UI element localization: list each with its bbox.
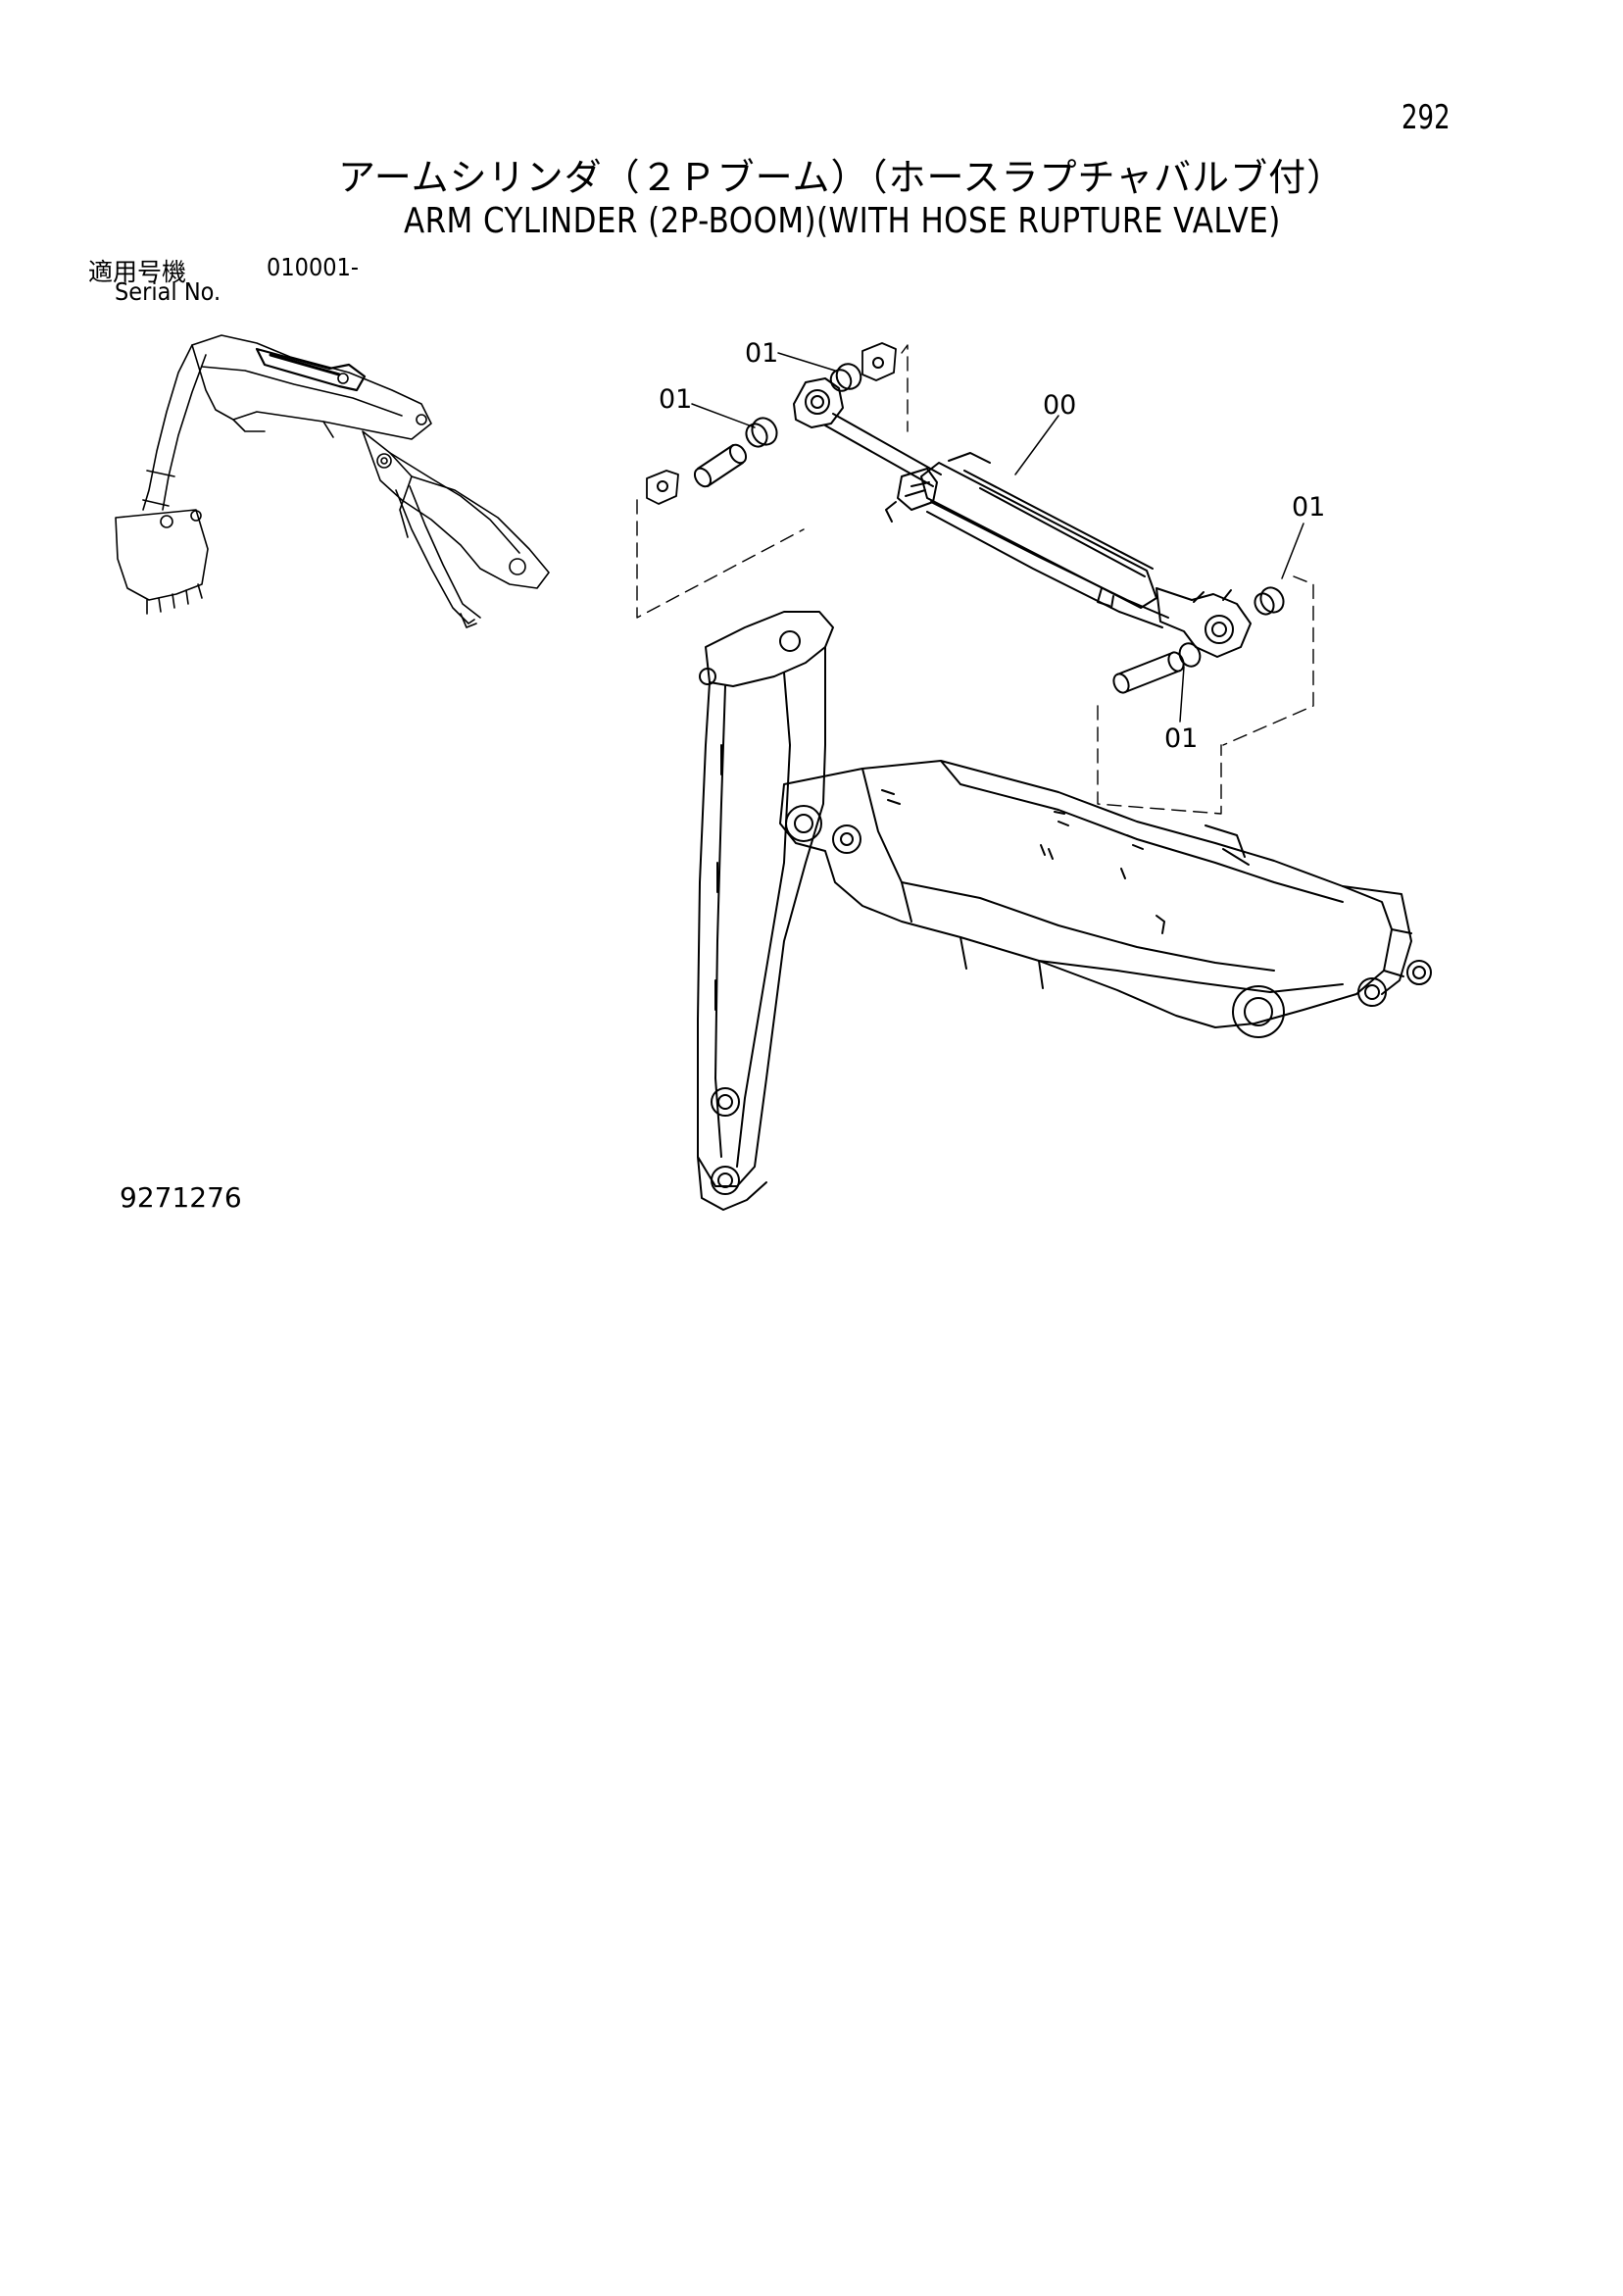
serial-code: 010001- bbox=[267, 253, 360, 281]
serial-label-japanese: 適用号機 bbox=[88, 258, 187, 286]
callout-label-01-top: 01 bbox=[745, 338, 779, 369]
callout-label-01-bottom: 01 bbox=[1164, 724, 1199, 754]
pin-right-group bbox=[1097, 575, 1314, 815]
callout-leaders bbox=[691, 352, 1304, 723]
callout-label-01-right: 01 bbox=[1292, 492, 1326, 523]
page-number: 292 bbox=[1402, 98, 1451, 137]
serial-label-english: Serial No. bbox=[115, 277, 221, 306]
title-japanese: アームシリンダ（２Ｐブーム）（ホースラプチャバルブ付） bbox=[338, 156, 1346, 199]
arm-cylinder bbox=[793, 377, 1252, 658]
callout-label-01-left: 01 bbox=[659, 384, 693, 415]
title-english: ARM CYLINDER (2P-BOOM)(WITH HOSE RUPTURE… bbox=[404, 201, 1281, 241]
callout-label-00: 00 bbox=[1043, 390, 1077, 421]
overview-excavator-sketch bbox=[115, 334, 550, 628]
boom-structure bbox=[697, 611, 1432, 1211]
drawing-number: 9271276 bbox=[120, 1181, 242, 1214]
pin-left-group bbox=[636, 417, 805, 619]
